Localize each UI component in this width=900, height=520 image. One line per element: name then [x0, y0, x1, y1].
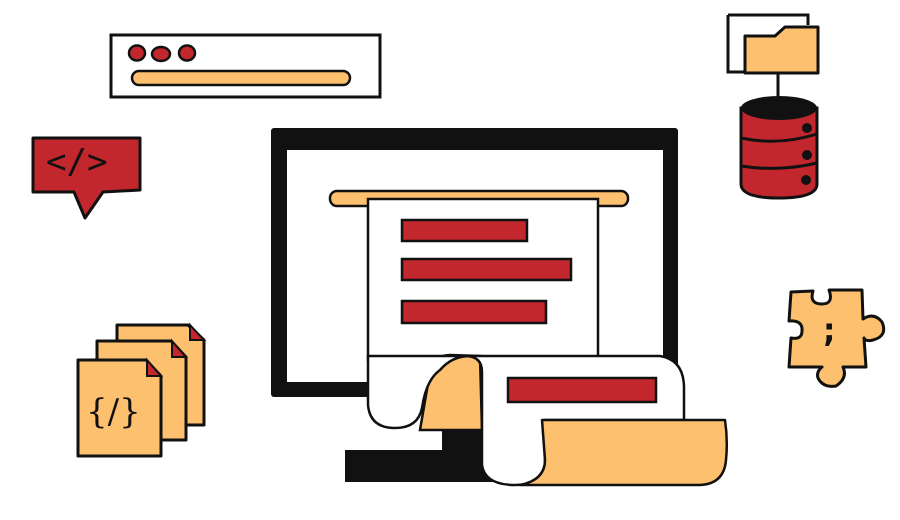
folder-icon [726, 13, 820, 97]
code-braces-symbol: {/} [86, 392, 141, 432]
browser-window-icon [109, 33, 382, 99]
semicolon-symbol: ; [819, 310, 840, 350]
window-dot-icon [127, 44, 147, 62]
text-line-shape [506, 376, 658, 404]
text-line-shape [400, 257, 573, 282]
window-dot-icon [177, 44, 197, 62]
text-line-shape [400, 218, 529, 243]
database-icon [739, 96, 819, 200]
window-dot-icon [150, 45, 172, 63]
document-scroll-icon [328, 189, 729, 487]
code-bubble-icon [31, 136, 142, 220]
text-line-shape [400, 299, 548, 325]
address-bar-shape [130, 69, 352, 87]
puzzle-piece-icon [787, 288, 886, 388]
code-tag-symbol: </> [46, 142, 108, 182]
code-files-icon [76, 322, 207, 458]
